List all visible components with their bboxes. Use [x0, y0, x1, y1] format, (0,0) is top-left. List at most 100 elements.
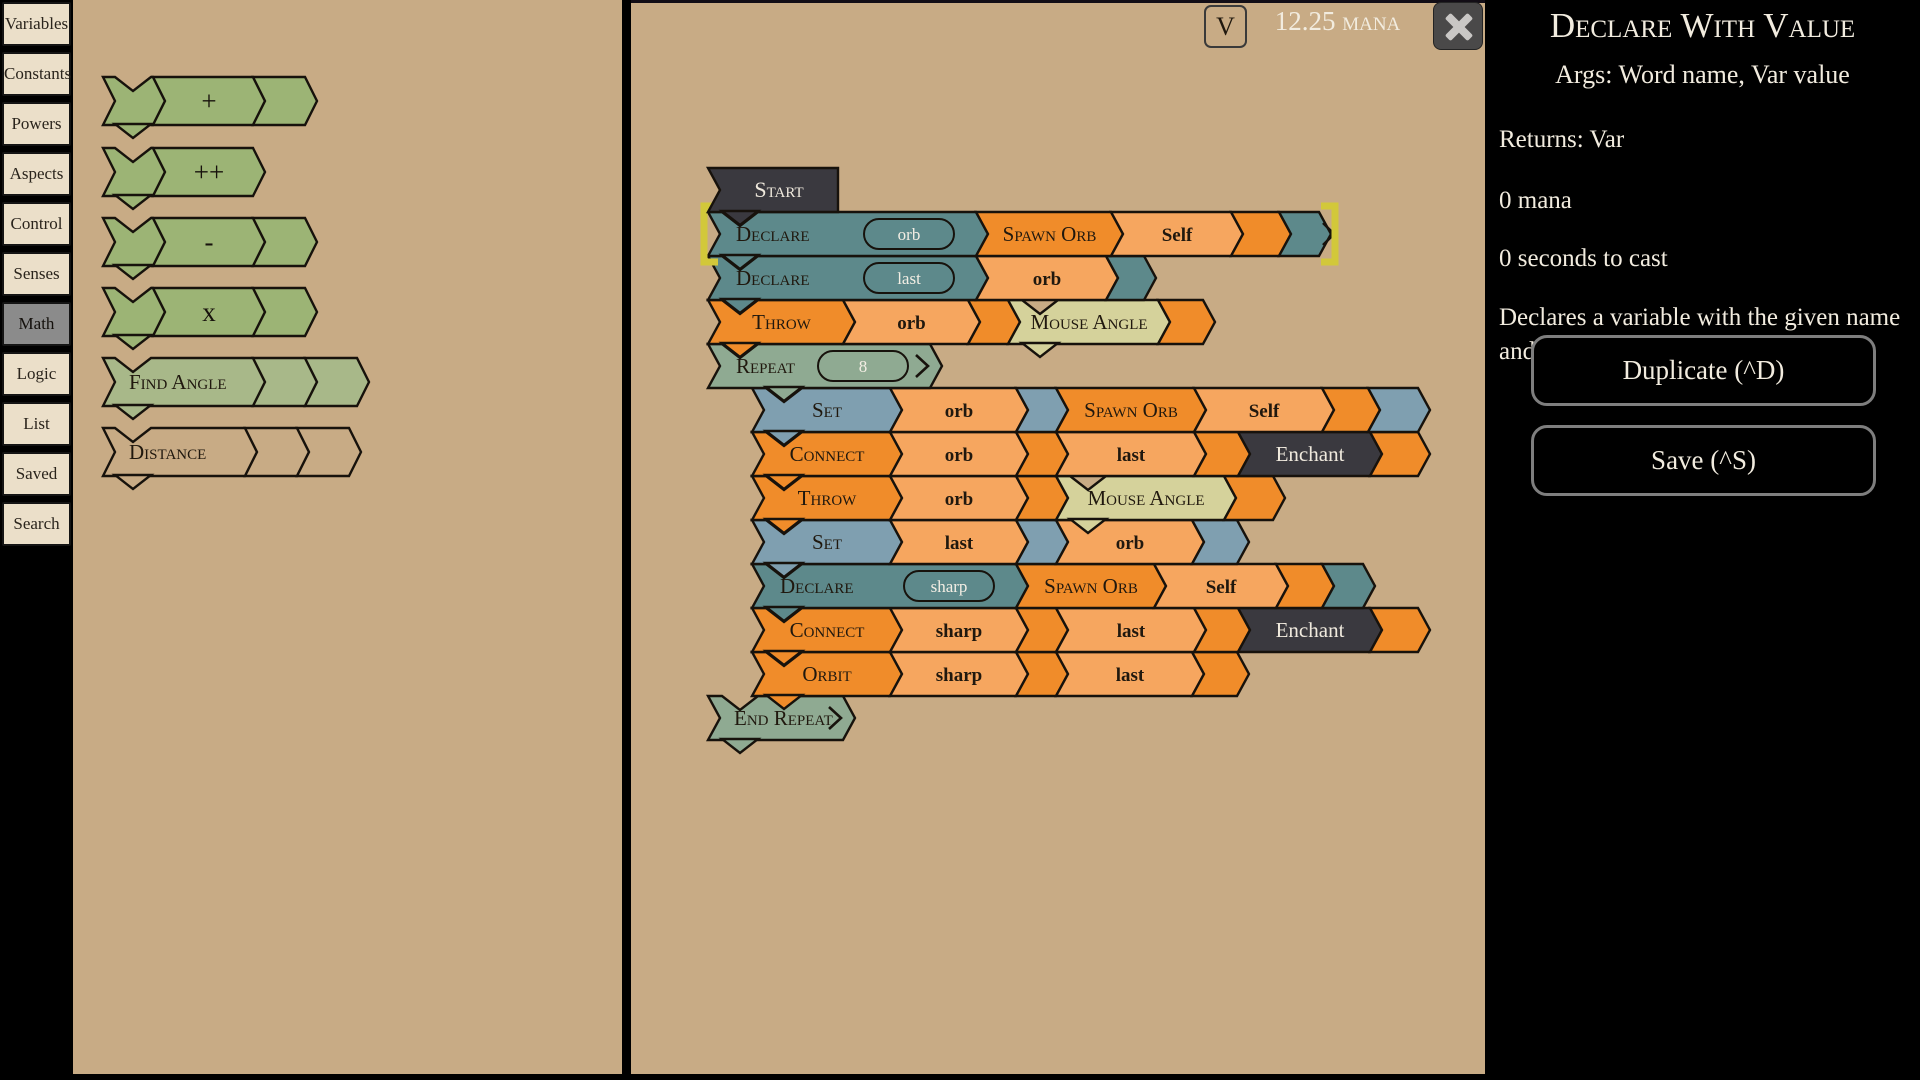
- segment-connector[interactable]: [251, 75, 319, 127]
- block-label: +: [201, 86, 216, 116]
- mana-display: 12.25 mana: [1274, 6, 1401, 36]
- sidebar-item-constants[interactable]: Constants: [2, 52, 71, 96]
- block-label: 8: [859, 357, 868, 376]
- connector-tab: [718, 341, 762, 359]
- sidebar-item-list[interactable]: List: [2, 402, 71, 446]
- block-label: Spawn Orb: [1003, 222, 1097, 246]
- segment-connector[interactable]: [1276, 210, 1333, 258]
- segment-connector[interactable]: [1319, 562, 1377, 610]
- inspector-mana-cost: 0 mana: [1499, 187, 1572, 214]
- chevron-down-icon: V: [1216, 11, 1235, 41]
- block-label: Spawn Orb: [1084, 398, 1178, 422]
- palette-block-distance[interactable]: Distance: [101, 426, 363, 491]
- block-label: Connect: [790, 618, 865, 642]
- block-label: Spawn Orb: [1044, 574, 1138, 598]
- spell-row-throw-orb[interactable]: Throw orb Mouse Angle: [705, 298, 1217, 359]
- connector-tab: [762, 385, 806, 403]
- block-label: orb: [897, 313, 926, 334]
- segment-end-repeat[interactable]: [705, 694, 857, 742]
- block-label: sharp: [936, 621, 982, 642]
- segment-connector[interactable]: [303, 356, 371, 408]
- connector-tab: [1018, 341, 1062, 359]
- connector-tab: [762, 605, 806, 623]
- segment-connector[interactable]: [1365, 386, 1432, 434]
- sidebar-item-math[interactable]: Math: [2, 302, 71, 346]
- connector-tab: [718, 297, 762, 315]
- block-label: orb: [1116, 533, 1145, 554]
- duplicate-button[interactable]: Duplicate (^D): [1531, 335, 1876, 406]
- connector-tab: [111, 193, 155, 211]
- name-pill[interactable]: [903, 570, 995, 602]
- palette-block-find-angle[interactable]: Find Angle: [101, 356, 371, 421]
- inspector-title: Declare With Value: [1549, 6, 1856, 45]
- block-label: Enchant: [1276, 442, 1345, 466]
- segment-connector[interactable]: [295, 426, 363, 478]
- block-label: orb: [945, 445, 974, 466]
- block-label: Declare: [736, 222, 810, 246]
- connector-tab: [762, 473, 806, 491]
- sidebar-item-logic[interactable]: Logic: [2, 352, 71, 396]
- spell-row-start[interactable]: Start: [705, 166, 840, 227]
- output-arrow-icon: [828, 706, 843, 730]
- segment-start[interactable]: [705, 166, 840, 214]
- block-label: orb: [945, 489, 974, 510]
- palette-block-minus[interactable]: -: [101, 216, 319, 281]
- save-button[interactable]: Save (^S): [1531, 425, 1876, 496]
- block-label: ++: [194, 157, 224, 187]
- block-label: last: [1117, 445, 1146, 466]
- segment-connector[interactable]: [1367, 606, 1432, 654]
- inspector-args: Args: Word name, Var value: [1555, 60, 1850, 89]
- segment-connector[interactable]: [251, 216, 319, 268]
- output-arrow-icon: [915, 354, 930, 378]
- collapse-button[interactable]: V: [1204, 5, 1247, 48]
- bottom-edge: [0, 1074, 1920, 1080]
- block-label: Connect: [790, 442, 865, 466]
- name-pill[interactable]: [863, 218, 955, 250]
- block-label: Declare: [780, 574, 854, 598]
- sidebar-item-saved[interactable]: Saved: [2, 452, 71, 496]
- connector-tab: [111, 263, 155, 281]
- block-label: Self: [1206, 577, 1237, 598]
- block-label: Find Angle: [129, 370, 227, 394]
- block-label: orb: [898, 225, 921, 244]
- connector-tab: [762, 429, 806, 447]
- sidebar-item-control[interactable]: Control: [2, 202, 71, 246]
- palette-block-plus[interactable]: +: [101, 75, 319, 140]
- connector-tab: [111, 473, 155, 491]
- palette-block-times[interactable]: x: [101, 286, 319, 351]
- block-label: Self: [1162, 225, 1193, 246]
- segment-connector[interactable]: [1155, 298, 1217, 346]
- connector-tab: [111, 333, 155, 351]
- connector-tab: [718, 253, 762, 271]
- sidebar-item-aspects[interactable]: Aspects: [2, 152, 71, 196]
- close-button[interactable]: [1433, 2, 1483, 50]
- block-label: Distance: [129, 440, 206, 464]
- sidebar-item-powers[interactable]: Powers: [2, 102, 71, 146]
- spell-row-declare-orb[interactable]: Declare orb Spawn Orb Self: [700, 202, 1339, 271]
- segment-connector[interactable]: [251, 286, 319, 338]
- block-label: Mouse Angle: [1030, 310, 1147, 334]
- block-label: x: [202, 297, 216, 327]
- name-pill[interactable]: [817, 350, 909, 382]
- block-label: Throw: [798, 486, 857, 510]
- inspector-returns: Returns: Var: [1499, 126, 1625, 153]
- connector-tab: [762, 693, 806, 711]
- segment-++[interactable]: [151, 146, 267, 198]
- palette-block-plus-plus[interactable]: ++: [101, 146, 267, 211]
- spell-row-connect-orb[interactable]: Connect orb last Enchant: [749, 430, 1432, 491]
- block-label: Throw: [752, 310, 811, 334]
- sidebar-item-search[interactable]: Search: [2, 502, 71, 546]
- sidebar-item-senses[interactable]: Senses: [2, 252, 71, 296]
- block-label: Enchant: [1276, 618, 1345, 642]
- name-pill[interactable]: [863, 262, 955, 294]
- sidebar-item-variables[interactable]: Variables: [2, 2, 71, 46]
